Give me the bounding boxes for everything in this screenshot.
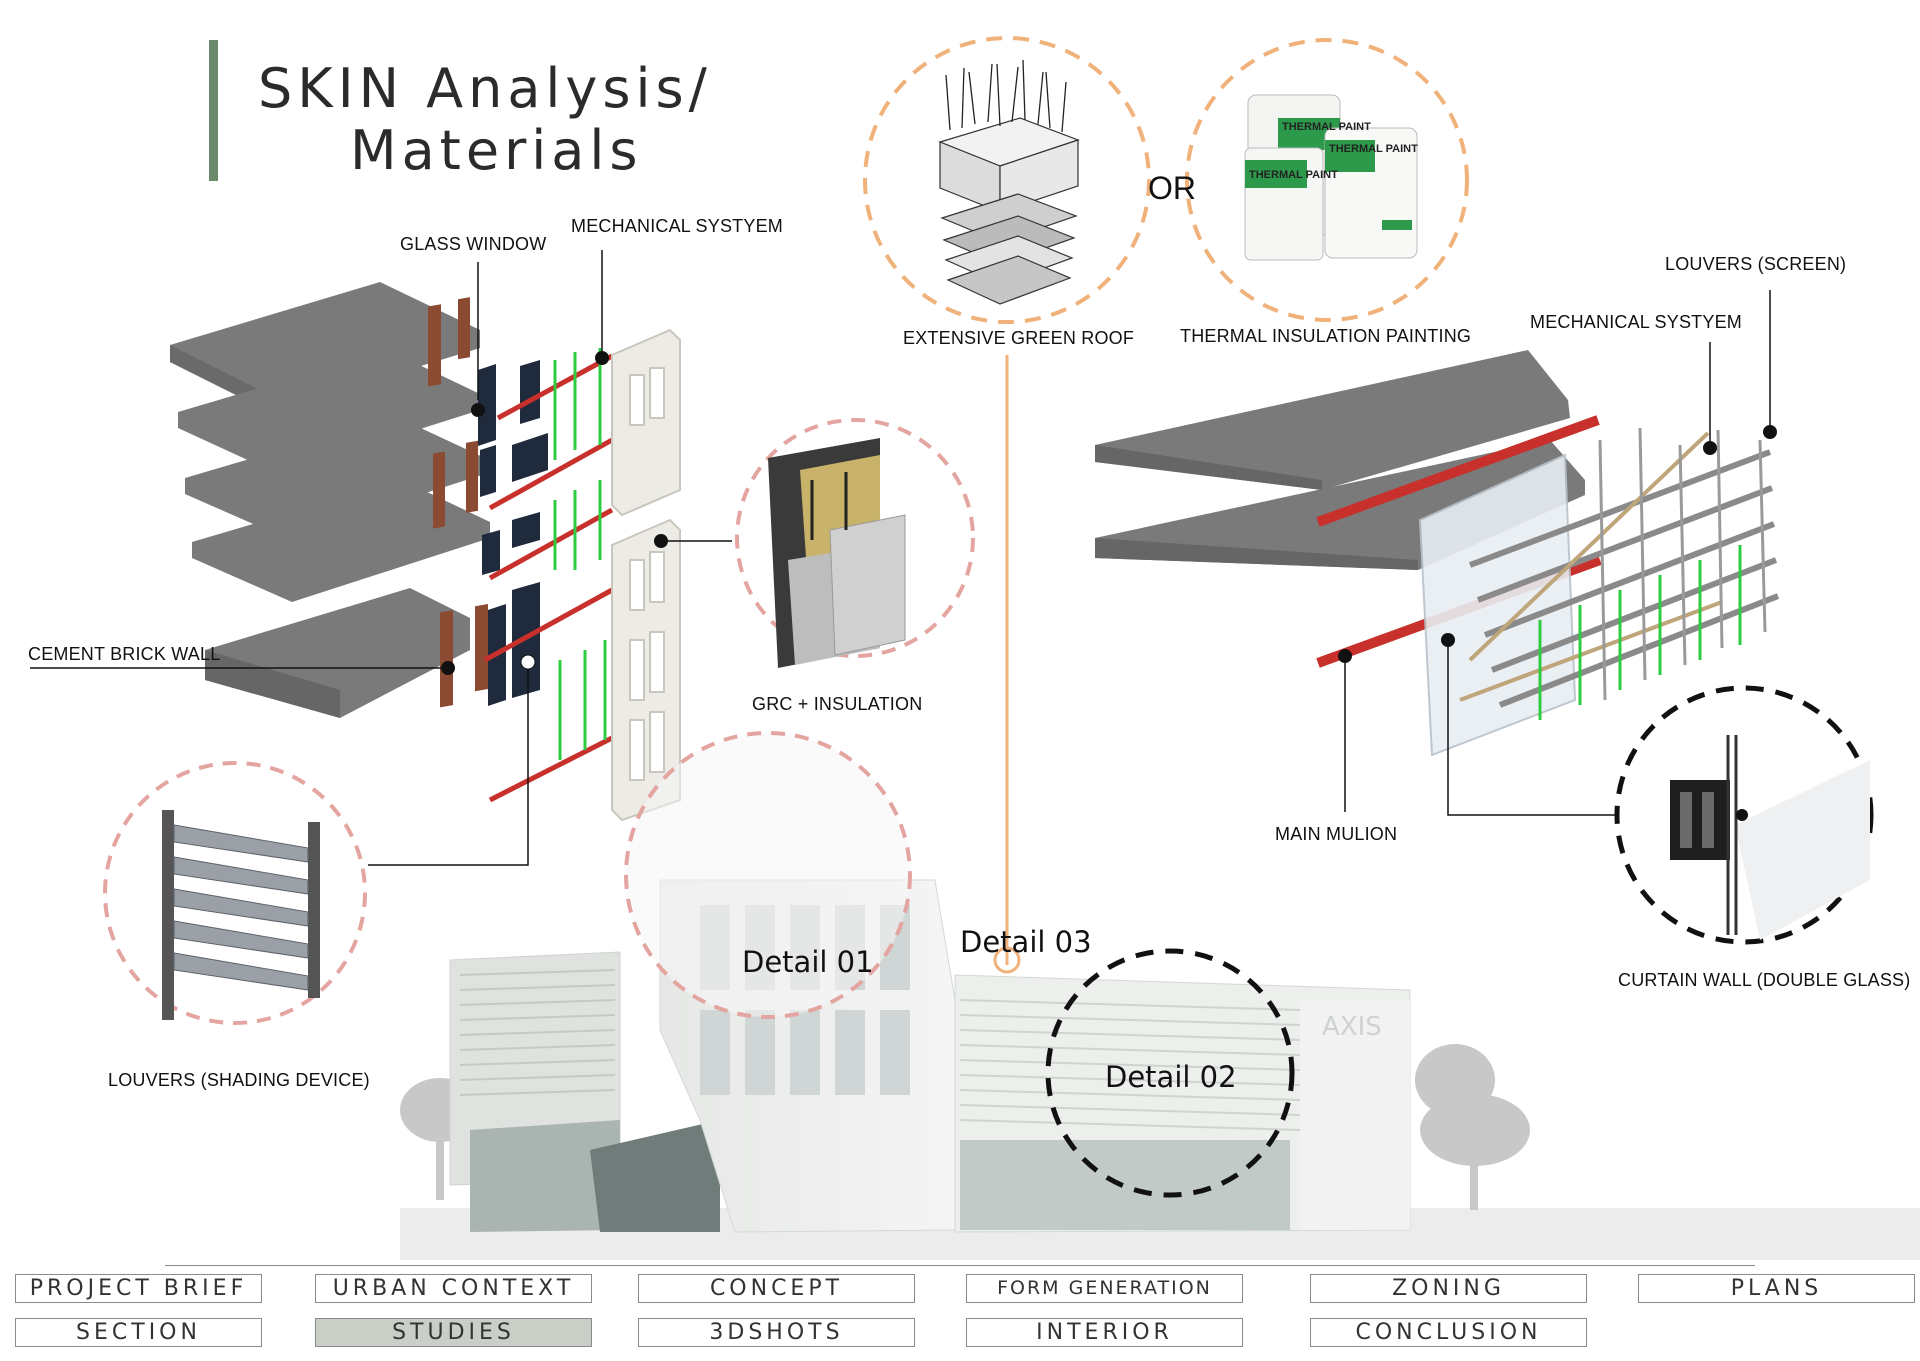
thermal-paint-detail: THERMAL PAINT THERMAL PAINT THERMAL PAIN… (1185, 38, 1469, 322)
nav-studies[interactable]: STUDIES (315, 1318, 592, 1347)
detail-01-circle (624, 731, 912, 1019)
label-curtain-wall: CURTAIN WALL (DOUBLE GLASS) (1618, 970, 1911, 990)
label-grc-insulation: GRC + INSULATION (752, 694, 923, 714)
page-title: SKIN Analysis/ Materials (258, 58, 712, 182)
left-exploded-axon (30, 250, 732, 866)
nav-section[interactable]: SECTION (15, 1318, 262, 1347)
nav-concept[interactable]: CONCEPT (638, 1274, 915, 1303)
paint-brand-text-3: THERMAL PAINT (1329, 143, 1418, 155)
vertical-mullions (1598, 427, 1767, 701)
label-glass-window: GLASS WINDOW (400, 234, 547, 254)
building-render: AXIS (400, 731, 1920, 1260)
label-cement-brick-wall: CEMENT BRICK WALL (28, 644, 221, 664)
leader-lines-left (30, 250, 732, 866)
label-mechanical-system-left: MECHANICAL SYSTYEM (571, 216, 783, 236)
nav-divider (165, 1265, 1755, 1266)
nav-interior[interactable]: INTERIOR (966, 1318, 1243, 1347)
label-main-mulion: MAIN MULION (1275, 824, 1398, 844)
green-rails-right (1538, 545, 1742, 720)
grc-panels (611, 328, 681, 822)
label-louvers-screen: LOUVERS (SCREEN) (1665, 254, 1847, 274)
leader-lines-right (1344, 290, 1771, 816)
detail-03-marker (993, 946, 1021, 974)
label-detail-03: Detail 03 (960, 925, 1092, 959)
detail-02-circle (1045, 948, 1295, 1198)
nav-form-generation[interactable]: FORM GENERATION (966, 1274, 1243, 1303)
timber-rails (1459, 431, 1723, 702)
nav-zoning[interactable]: ZONING (1310, 1274, 1587, 1303)
label-detail-01: Detail 01 (742, 945, 874, 979)
label-mechanical-system-right: MECHANICAL SYSTYEM (1530, 312, 1742, 332)
nav-3dshots[interactable]: 3DSHOTS (638, 1318, 915, 1347)
nav-project-brief[interactable]: PROJECT BRIEF (15, 1274, 262, 1303)
curtain-wall-detail (1614, 685, 1874, 945)
right-wing-fins (959, 999, 1301, 1131)
green-rails-left (553, 348, 607, 760)
green-roof-detail (863, 36, 1151, 324)
grc-insulation-detail (735, 418, 975, 668)
paint-bucket-right (1324, 127, 1418, 259)
cement-brick-pieces (428, 297, 488, 708)
label-green-roof: EXTENSIVE GREEN ROOF (903, 328, 1135, 348)
label-thermal-painting: THERMAL INSULATION PAINTING (1180, 326, 1472, 346)
paint-brand-text-1: THERMAL PAINT (1282, 121, 1371, 133)
right-exploded-axon (1095, 290, 1780, 816)
nav-plans[interactable]: PLANS (1638, 1274, 1915, 1303)
page-title-line1: SKIN Analysis/ (258, 57, 712, 120)
paint-brand-text-2: THERMAL PAINT (1249, 169, 1338, 181)
label-detail-02: Detail 02 (1105, 1060, 1237, 1094)
page-title-line2: Materials (350, 119, 643, 182)
louvers-shading-detail (103, 761, 367, 1025)
mechanical-pipes-left (483, 353, 614, 803)
building-sign: AXIS (1322, 1012, 1382, 1042)
label-louvers-shading: LOUVERS (SHADING DEVICE) (108, 1070, 370, 1090)
floor-slabs (170, 282, 490, 718)
louver-screen-bars (1468, 449, 1780, 708)
nav-urban-context[interactable]: URBAN CONTEXT (315, 1274, 592, 1303)
paint-bucket-left (1244, 147, 1324, 261)
nav-conclusion[interactable]: CONCLUSION (1310, 1318, 1587, 1347)
title-accent-bar (209, 40, 218, 181)
label-or: OR (1148, 170, 1196, 206)
trees (400, 1044, 1530, 1210)
